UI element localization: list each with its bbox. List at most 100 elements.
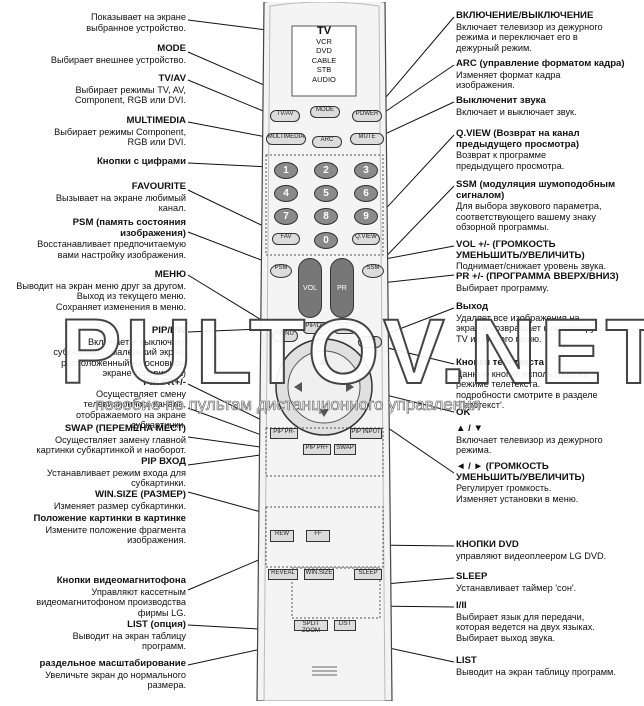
annotation-title: Выход [456, 301, 489, 312]
annotation-title: PIP/DW [151, 325, 186, 336]
exit-button[interactable]: EXIT [358, 336, 382, 348]
pip-pr-minus-button[interactable]: PIP PR- [270, 428, 298, 439]
psm-button[interactable]: PSM [270, 264, 292, 278]
annotation-title: Кнопки с цифрами [96, 156, 186, 167]
annotation-dvd-keys: КНОПКИ DVD управляют видеоплеером LG DVD… [456, 539, 642, 561]
annotation-title: ВКЛЮЧЕНИЕ/ВЫКЛЮЧЕНИЕ [456, 10, 594, 21]
annotation-i-ii: I/II Выбирает язык для передачи, которая… [456, 600, 642, 643]
annotation-device-display: Показывает на экране выбранное устройств… [2, 12, 186, 33]
annotation-desc: Удаляет все изображения на экран и возвр… [456, 312, 595, 344]
annotation-desc: Поднимает/снижает уровень звука. [456, 261, 607, 272]
annotation-title: ARC (управление форматом кадра) [456, 58, 625, 69]
annotation-psm: PSM (память состояния изображения) Восст… [2, 217, 186, 260]
annotation-title: Кнопки видеомагнитофона [56, 575, 186, 586]
swap-button[interactable]: SWAP [334, 444, 356, 455]
annotation-multimedia: MULTIMEDIA Выбирает режимы Component, RG… [2, 115, 186, 148]
mode-button[interactable]: MODE [310, 106, 340, 118]
number-4-button[interactable]: 4 [274, 185, 298, 202]
split-zoom-button[interactable]: SPLIT ZOOM [294, 620, 328, 634]
annotation-desc: Выводит на экран таблицу программ. [72, 630, 186, 652]
annotation-desc: Измените положение фрагмента изображения… [45, 524, 186, 546]
annotation-title: SWAP (ПЕРЕМЕНА МЕСТ) [64, 423, 186, 434]
annotation-title: Положение картинки в картинке [33, 513, 186, 524]
pip-input-button[interactable]: PIP INPUT [350, 428, 382, 439]
annotation-title: FAVOURITE [131, 181, 186, 192]
watermark-logo: PULTOV.NET [59, 300, 644, 404]
arc-button[interactable]: ARC [312, 136, 342, 148]
annotation-number-keys: Кнопки с цифрами [2, 156, 186, 168]
annotation-up-down: ▲ / ▼ Включает телевизор из дежурного ре… [456, 423, 642, 456]
power-button[interactable]: POWER [352, 110, 382, 122]
annotation-desc: Управляют кассетным видеомагнитофоном пр… [36, 586, 186, 618]
annotation-pip-dw: PIP/DW Включает и выключает субкартинку … [2, 325, 186, 379]
list-button[interactable]: LIST [334, 620, 356, 631]
fast-forward-button[interactable]: FF [306, 530, 330, 542]
annotation-desc: Включает и выключает субкартинку (малень… [53, 336, 186, 379]
annotation-desc: Осуществляет замену главной картинки суб… [36, 434, 186, 456]
annotation-title: PSM (память состояния изображения) [72, 217, 186, 239]
annotation-swap: SWAP (ПЕРЕМЕНА МЕСТ) Осуществляет замену… [2, 423, 186, 456]
annotation-vol: VOL +/- (ГРОМКОСТЬ УМЕНЬШИТЬ/УВЕЛИЧИТЬ) … [456, 239, 642, 272]
annotation-tv-av: TV/AV Выбирает режимы TV, AV, Component,… [2, 73, 186, 106]
annotation-desc: Изменяет размер субкартинки. [53, 500, 186, 511]
annotation-desc: управляют видеоплеером LG DVD. [456, 550, 607, 561]
program-rocker[interactable]: PR [330, 258, 354, 318]
annotation-title: TV/AV [158, 73, 186, 84]
annotation-pr: PR +/- (ПРОГРАММА ВВЕРХ/ВНИЗ) Выбирает п… [456, 271, 642, 293]
device-list: TV VCR DVD CABLE STB AUDIO [294, 26, 354, 84]
annotation-teletext: Кнопки телетекста Данные кнопки использу… [456, 357, 642, 411]
number-6-button[interactable]: 6 [354, 185, 378, 202]
number-9-button[interactable]: 9 [354, 208, 378, 225]
annotation-title: SSM (модуляция шумоподобным сигналом) [456, 179, 616, 201]
annotation-title: PIP PR+/- [143, 377, 186, 388]
reveal-button[interactable]: REVEAL [268, 569, 298, 580]
tv-av-button[interactable]: TV/AV [270, 110, 300, 122]
annotation-mute: Выключенит звука Включает и выключает зв… [456, 95, 642, 117]
annotation-mode: MODE Выбирает внешнее устройство. [2, 43, 186, 65]
volume-rocker[interactable]: VOL [298, 258, 322, 318]
number-7-button[interactable]: 7 [274, 208, 298, 225]
annotation-desc: Выводит на экран меню друг за другом. Вы… [16, 280, 186, 312]
annotation-pip-pr: PIP PR+/- Осуществляет смену телевизионн… [2, 377, 186, 431]
annotation-list: LIST Выводит на экран таблицу программ. [456, 655, 642, 677]
number-0-button[interactable]: 0 [314, 232, 338, 249]
fav-button[interactable]: FAV [272, 233, 300, 245]
menu-button[interactable]: MENU [272, 330, 298, 342]
win-size-button[interactable]: WIN.SIZE [304, 569, 334, 580]
annotation-left-right: ◄ / ► (ГРОМКОСТЬ УМЕНЬШИТЬ/УВЕЛИЧИТЬ) Ре… [456, 461, 642, 504]
annotation-title: Q.VIEW (Возврат на канал предыдущего про… [456, 128, 580, 150]
number-2-button[interactable]: 2 [314, 162, 338, 179]
sleep-button[interactable]: SLEEP [354, 569, 382, 580]
annotation-title: SLEEP [456, 571, 488, 582]
annotation-title: раздельное масштабирование [39, 658, 186, 669]
annotation-title: WIN.SIZE (РАЗМЕР) [95, 489, 186, 500]
number-5-button[interactable]: 5 [314, 185, 338, 202]
number-8-button[interactable]: 8 [314, 208, 338, 225]
multimedia-button[interactable]: MULTIMEDIA [266, 133, 306, 145]
ssm-button[interactable]: SSM [362, 264, 384, 278]
annotation-title: Кнопки телетекста [456, 357, 544, 368]
annotation-title: MULTIMEDIA [126, 115, 186, 126]
mute-button[interactable]: MUTE [350, 133, 384, 145]
annotation-title: VOL +/- (ГРОМКОСТЬ УМЕНЬШИТЬ/УВЕЛИЧИТЬ) [456, 239, 585, 261]
annotation-desc: Регулирует громкость. Изменяет установки… [456, 483, 579, 504]
number-3-button[interactable]: 3 [354, 162, 378, 179]
annotation-desc: Выводит на экран таблицу программ. [456, 666, 616, 677]
annotation-title: PR +/- (ПРОГРАММА ВВЕРХ/ВНИЗ) [456, 271, 619, 282]
annotation-arc: ARC (управление форматом кадра) Изменяет… [456, 58, 642, 91]
device-stb: STB [316, 65, 332, 74]
annotation-title: PIP ВХОД [141, 456, 186, 467]
annotation-q-view: Q.VIEW (Возврат на канал предыдущего про… [456, 128, 642, 171]
annotation-title: ▲ / ▼ [456, 423, 483, 434]
annotation-desc: Осуществляет смену телевизионного канала… [75, 388, 186, 431]
text-button[interactable]: TEXT [333, 322, 357, 334]
pip-pr-plus-button[interactable]: PIP PR+ [303, 444, 331, 455]
annotation-desc: Включает телевизор из дежурного режима и… [456, 21, 603, 53]
number-1-button[interactable]: 1 [274, 162, 298, 179]
annotation-desc: Изменяет формат кадра изображения. [456, 69, 561, 91]
pip-dw-button[interactable]: PIP/DW [302, 322, 330, 334]
device-vcr: VCR [316, 36, 332, 46]
rewind-button[interactable]: REW [270, 530, 294, 542]
q-view-button[interactable]: Q.VIEW [352, 233, 380, 245]
device-dvd: DVD [316, 46, 332, 55]
